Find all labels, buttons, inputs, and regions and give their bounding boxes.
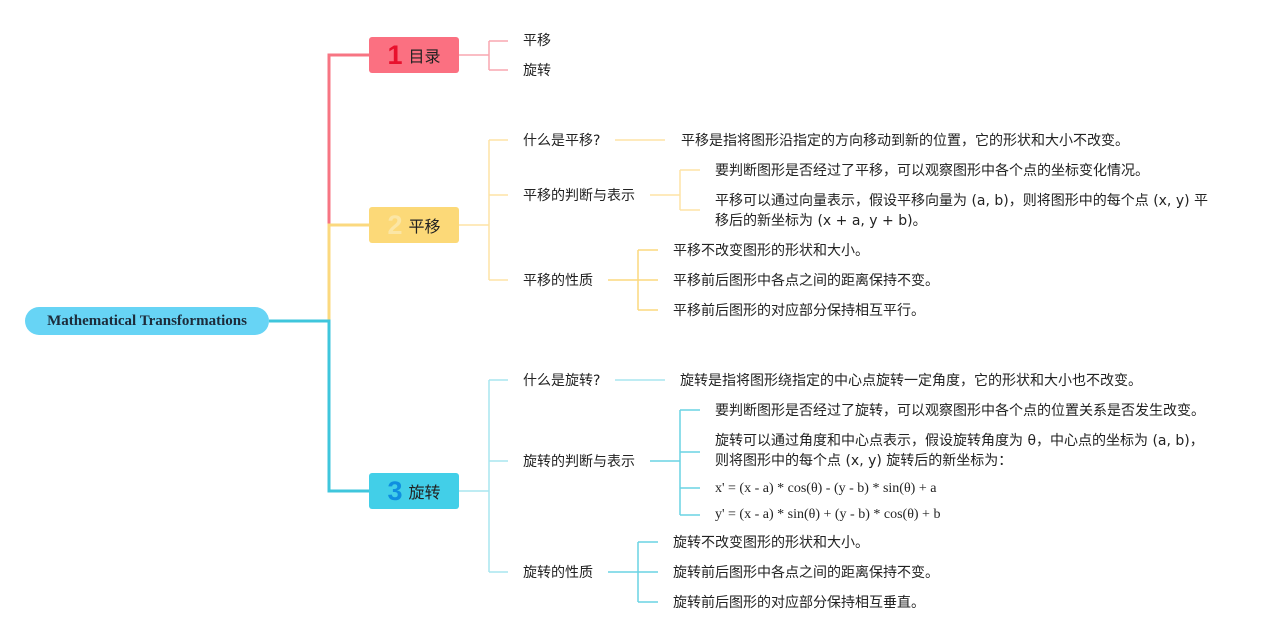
branch-number-badge: 3 bbox=[387, 475, 403, 506]
connector-b2-c2-details bbox=[650, 169, 700, 211]
detail-node[interactable]: 平移前后图形的对应部分保持相互平行。 bbox=[673, 303, 925, 319]
branch-node-translation[interactable]: 2 平移 bbox=[369, 207, 459, 243]
root-node-label: Mathematical Transformations bbox=[47, 312, 247, 329]
formula-node[interactable]: y' = (x - a) * sin(θ) + (y - b) * cos(θ)… bbox=[715, 507, 941, 522]
connector-root-branch2 bbox=[269, 223, 369, 323]
connector-root-branch1 bbox=[269, 53, 369, 323]
topic-node[interactable]: 平移的判断与表示 bbox=[523, 188, 635, 204]
connector-b3-c3-details bbox=[608, 541, 658, 603]
connector-b2-trunk bbox=[459, 140, 490, 280]
connector-b3-c2-details bbox=[650, 409, 700, 516]
topic-node[interactable]: 平移的性质 bbox=[523, 273, 593, 289]
topic-node[interactable]: 旋转的判断与表示 bbox=[523, 454, 635, 470]
topic-node[interactable]: 旋转的性质 bbox=[523, 565, 593, 581]
branch-number-badge: 2 bbox=[387, 209, 403, 240]
formula-node[interactable]: x' = (x - a) * cos(θ) - (y - b) * sin(θ)… bbox=[715, 481, 937, 496]
topic-node[interactable]: 什么是旋转? bbox=[523, 373, 601, 389]
detail-node[interactable]: 要判断图形是否经过了平移，可以观察图形中各个点的坐标变化情况。 bbox=[715, 163, 1149, 179]
topic-node[interactable]: 什么是平移? bbox=[523, 133, 601, 149]
detail-node[interactable]: 要判断图形是否经过了旋转，可以观察图形中各个点的位置关系是否发生改变。 bbox=[715, 403, 1205, 419]
branch-node-rotation[interactable]: 3 旋转 bbox=[369, 473, 459, 509]
detail-node[interactable]: 旋转前后图形的对应部分保持相互垂直。 bbox=[673, 595, 925, 611]
connector-b3-trunk bbox=[459, 380, 490, 572]
topic-node[interactable]: 旋转 bbox=[523, 63, 551, 79]
detail-node[interactable]: 平移是指将图形沿指定的方向移动到新的位置，它的形状和大小不改变。 bbox=[681, 133, 1129, 149]
connector-b2-c3-details bbox=[608, 249, 658, 311]
detail-node[interactable]: 旋转可以通过角度和中心点表示，假设旋转角度为 θ，中心点的坐标为 (a, b)，… bbox=[715, 433, 1204, 469]
detail-node[interactable]: 旋转前后图形中各点之间的距离保持不变。 bbox=[673, 565, 939, 581]
branch-node-label: 旋转 bbox=[408, 483, 441, 502]
detail-node[interactable]: 旋转不改变图形的形状和大小。 bbox=[673, 535, 869, 551]
branch-node-label: 平移 bbox=[408, 217, 441, 236]
branch-number-badge: 1 bbox=[387, 39, 403, 70]
topic-node[interactable]: 平移 bbox=[523, 33, 551, 49]
detail-node[interactable]: 旋转是指将图形绕指定的中心点旋转一定角度，它的形状和大小也不改变。 bbox=[680, 373, 1142, 389]
branch-node-contents[interactable]: 1 目录 bbox=[369, 37, 459, 73]
detail-node[interactable]: 平移前后图形中各点之间的距离保持不变。 bbox=[673, 273, 939, 289]
branch-node-label: 目录 bbox=[408, 47, 441, 66]
connector-root-branch3 bbox=[269, 319, 369, 493]
root-node[interactable]: Mathematical Transformations bbox=[25, 307, 269, 335]
connector-b1-trunk bbox=[459, 41, 490, 70]
detail-node[interactable]: 平移可以通过向量表示，假设平移向量为 (a, b)，则将图形中的每个点 (x, … bbox=[715, 193, 1209, 229]
detail-node[interactable]: 平移不改变图形的形状和大小。 bbox=[673, 243, 869, 259]
